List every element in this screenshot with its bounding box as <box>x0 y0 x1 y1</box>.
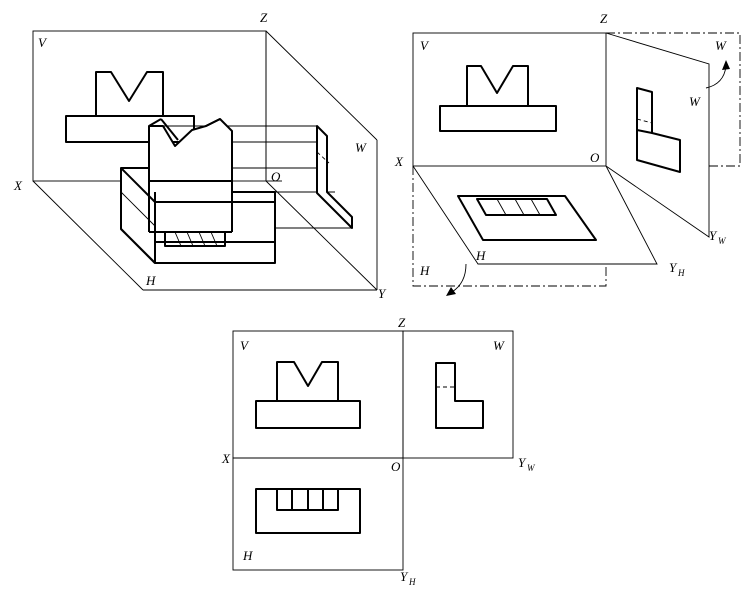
label-z: Z <box>260 10 268 25</box>
v-projection-base <box>439 105 557 132</box>
label-yw-main: Y <box>518 455 527 470</box>
object-edge <box>160 118 179 141</box>
v-projection-base <box>65 115 195 143</box>
h-rotation-arrowhead <box>446 287 456 296</box>
label-h: H <box>242 548 253 563</box>
label-yh: Y H <box>400 569 416 587</box>
w-plane-rotated <box>605 32 710 238</box>
label-yw-sub: W <box>527 463 536 473</box>
label-yh-sub: H <box>677 268 685 278</box>
label-w: W <box>355 140 367 155</box>
unfolding-planes-panel: V Z W W X O H H Y W Y H <box>394 11 741 296</box>
hatch-line <box>210 231 218 247</box>
h-plane-unfolded-outline <box>412 166 607 287</box>
label-z: Z <box>398 315 406 330</box>
h-rotation-arrow <box>451 263 467 293</box>
w-plane-top-edge <box>265 30 378 141</box>
label-w-rotated: W <box>689 94 701 109</box>
label-x: X <box>13 178 23 193</box>
w-projection-hidden-line <box>636 118 653 124</box>
w-projection-edge <box>636 129 653 134</box>
label-y: Y <box>378 286 387 301</box>
hatch-line <box>186 231 194 247</box>
label-yh-sub: H <box>408 577 416 587</box>
label-yh-main: Y <box>669 260 678 275</box>
label-x: X <box>394 154 404 169</box>
w-plane-unfolded-outline <box>606 32 741 167</box>
label-yw: Y W <box>709 228 727 246</box>
label-yh: Y H <box>669 260 685 278</box>
hatch-line <box>198 231 206 247</box>
label-w-fixed: W <box>715 38 727 53</box>
label-v: V <box>420 38 430 53</box>
label-yw: Y W <box>518 455 536 473</box>
label-v: V <box>38 35 48 50</box>
label-yw-main: Y <box>709 228 718 243</box>
w-projection-shape <box>636 87 681 173</box>
slot-line <box>496 198 507 216</box>
front-view-top <box>276 361 339 402</box>
label-yh-main: Y <box>400 569 409 584</box>
y-axis-line <box>265 180 378 291</box>
side-view-shape <box>435 362 484 429</box>
object-edge <box>120 228 156 264</box>
slot-line <box>514 198 525 216</box>
label-w: W <box>493 338 505 353</box>
label-h-rotated: H <box>475 248 486 263</box>
v-plane <box>412 32 607 167</box>
object-edge <box>205 118 221 127</box>
v-projection-top <box>466 65 529 107</box>
label-x: X <box>221 451 231 466</box>
label-yw-sub: W <box>718 236 727 246</box>
slot-line <box>530 198 541 216</box>
label-o: O <box>391 459 401 474</box>
label-h-fixed: H <box>419 263 430 278</box>
w-view-area <box>402 330 514 459</box>
h-projection-slot <box>476 198 557 216</box>
w-projection-shape <box>316 125 353 229</box>
h-plane-rotated <box>412 165 658 265</box>
w-rotation-arrowhead <box>722 60 730 70</box>
h-view-area <box>232 457 404 571</box>
object-edge <box>148 118 162 127</box>
v-projection-top <box>95 71 164 117</box>
label-o: O <box>590 150 600 165</box>
three-view-layout-panel: Z V W X O H Y W Y H <box>221 315 536 587</box>
label-o: O <box>271 169 281 184</box>
label-z: Z <box>600 11 608 26</box>
hatch-line <box>174 231 182 247</box>
w-projection-hidden-line <box>316 151 330 164</box>
isometric-projection-panel: V Z W X O H Y <box>13 10 387 301</box>
h-projection-outline <box>457 195 597 241</box>
label-v: V <box>240 338 250 353</box>
front-view-base <box>255 400 361 429</box>
label-h: H <box>145 273 156 288</box>
h-projection-hatch-area <box>164 231 226 247</box>
x-axis-receding-edge <box>32 180 144 291</box>
